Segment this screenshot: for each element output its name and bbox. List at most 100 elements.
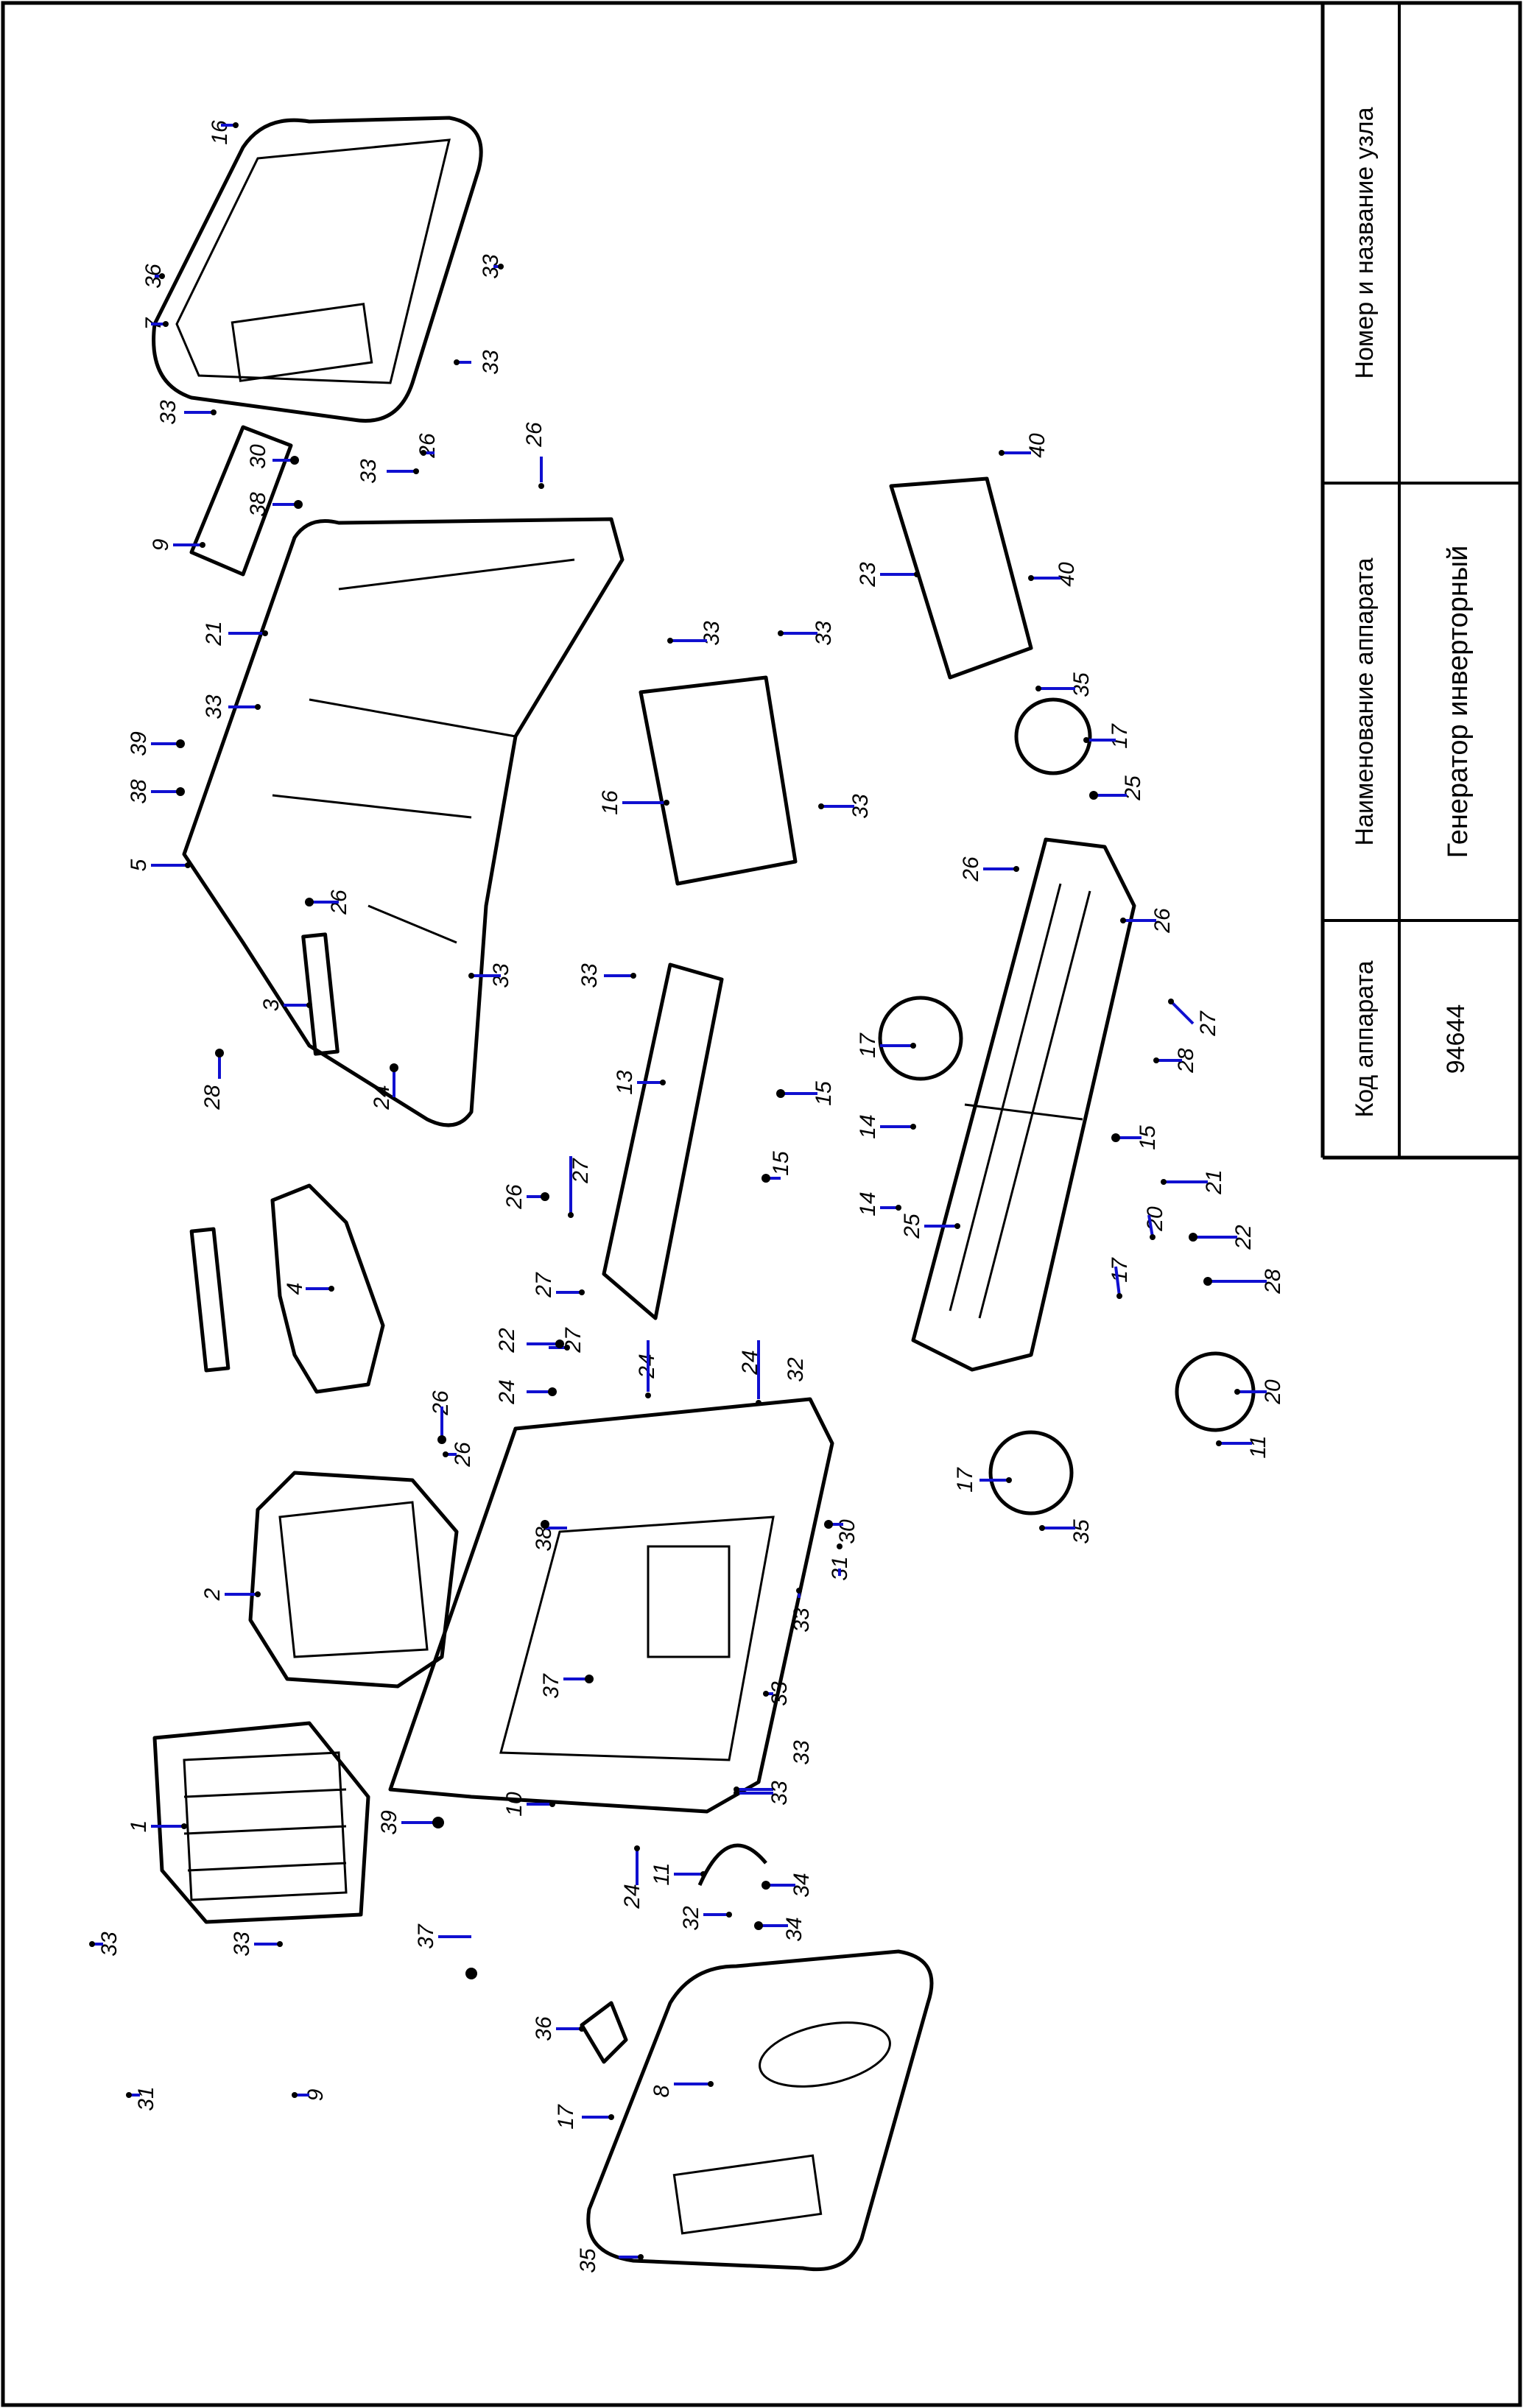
callout-label: 11 [650,1862,674,1885]
cover-bottom-window [759,2021,891,2088]
callout: 24 [738,1340,762,1406]
callout-label: 27 [532,1272,556,1298]
cover-top-vents [231,303,373,382]
callout: 11 [1216,1435,1270,1459]
leader-dot [294,500,303,509]
code-value: 94644 [1442,1004,1470,1074]
callout-label: 27 [569,1158,593,1184]
grille-1 [152,1721,370,1924]
callout: 26 [522,422,546,489]
frame-rails [272,558,575,944]
callout-label: 25 [1121,775,1145,801]
gasket-2-inner [278,1501,429,1658]
callout: 16 [598,790,669,815]
cover-top-inner [175,138,451,384]
title-block: Номер и название узла Наименование аппар… [1320,3,1520,1160]
callout: 33 [468,963,513,988]
tank-4 [270,1183,385,1394]
callout: 16 [208,120,239,145]
callout-layer: 16 36 7 33 33 33 26 26 33 38 30 9 21 33 … [89,120,1285,2273]
leader-line [1114,1266,1121,1297]
leader-dot [1028,575,1034,581]
callout: 40 [999,433,1049,458]
callout: 38 [532,1520,567,1552]
leader-dot [762,1881,770,1890]
callout: 2 [200,1588,261,1601]
leader-dot [1013,866,1019,872]
leader-dot [211,409,217,415]
callout: 35 [1039,1519,1094,1544]
callout-label: 14 [856,1114,880,1138]
callout: 24 [495,1379,557,1405]
leader-dot [413,468,419,474]
leader-dot [756,1400,762,1406]
leader-dot [1035,686,1041,691]
leader-dot [454,359,460,365]
callout: 28 [200,1049,225,1110]
leader-dot [437,1435,446,1444]
leader-dot [999,450,1005,456]
leader-dot [215,1049,224,1057]
callout-label: 11 [1246,1435,1270,1458]
callout-label: 13 [613,1070,637,1095]
callout-label: 21 [202,621,226,646]
callout-label: 37 [414,1923,438,1949]
leader-dot [126,2092,132,2098]
callout-label: 8 [650,2085,674,2097]
callout: 26 [305,890,351,915]
leader-dot [579,1289,585,1295]
leader-dot [1216,1440,1222,1446]
callout-label: 33 [156,400,180,425]
callout-label: 33 [479,350,503,375]
leader-dot [910,1124,916,1130]
callout: 35 [576,2248,644,2273]
callout: 33 [230,1932,283,1957]
callout: 33 [818,794,873,819]
callout: 37 [539,1673,594,1699]
callout-label: 17 [1108,723,1132,749]
leader-dot [1234,1389,1240,1395]
callout: 32 [784,1357,808,1382]
callout: 34 [762,1873,814,1898]
callout: 26 [415,433,440,459]
callout-label: 15 [769,1151,793,1176]
callout: 26 [429,1390,453,1444]
callout-label: 35 [1069,672,1094,697]
callout: 27 [532,1272,585,1298]
side-cover-bottom [586,1949,934,2272]
callout: 13 [613,1070,666,1095]
leader-dot [262,630,268,636]
callout: 8 [650,2081,714,2097]
leader-dot [306,1002,312,1008]
parts-drawing [152,116,1256,2272]
callout-label: 39 [127,731,151,756]
callout: 14 [856,1114,916,1139]
leader-dot [421,450,426,456]
callout: 27 [568,1156,593,1218]
housing-10 [388,1397,834,1814]
leader-dot [762,1174,770,1183]
leader-dot [796,1588,802,1594]
leader-dot [910,1043,916,1049]
leader-dot [824,1520,833,1529]
callout-label: 33 [202,694,226,719]
callout: 34 [754,1917,806,1942]
leader-dot [538,483,544,489]
callout-label: 10 [502,1792,527,1817]
callout-label: 37 [539,1673,563,1699]
leader-dot [328,1286,334,1292]
callout: 36 [141,264,166,289]
callout-label: 36 [532,2016,556,2041]
callout-label: 2 [200,1588,225,1601]
leader-dot [954,1223,960,1229]
leader-dot [585,1675,594,1683]
side-cover-top [152,116,483,423]
callout: 31 [828,1543,852,1581]
callout-label: 26 [502,1184,527,1210]
leader-dot [176,739,185,748]
leader-dot [818,803,824,809]
callout: 28 [1203,1269,1285,1295]
leader-dot [233,122,239,128]
leader-dot [1189,1233,1197,1242]
